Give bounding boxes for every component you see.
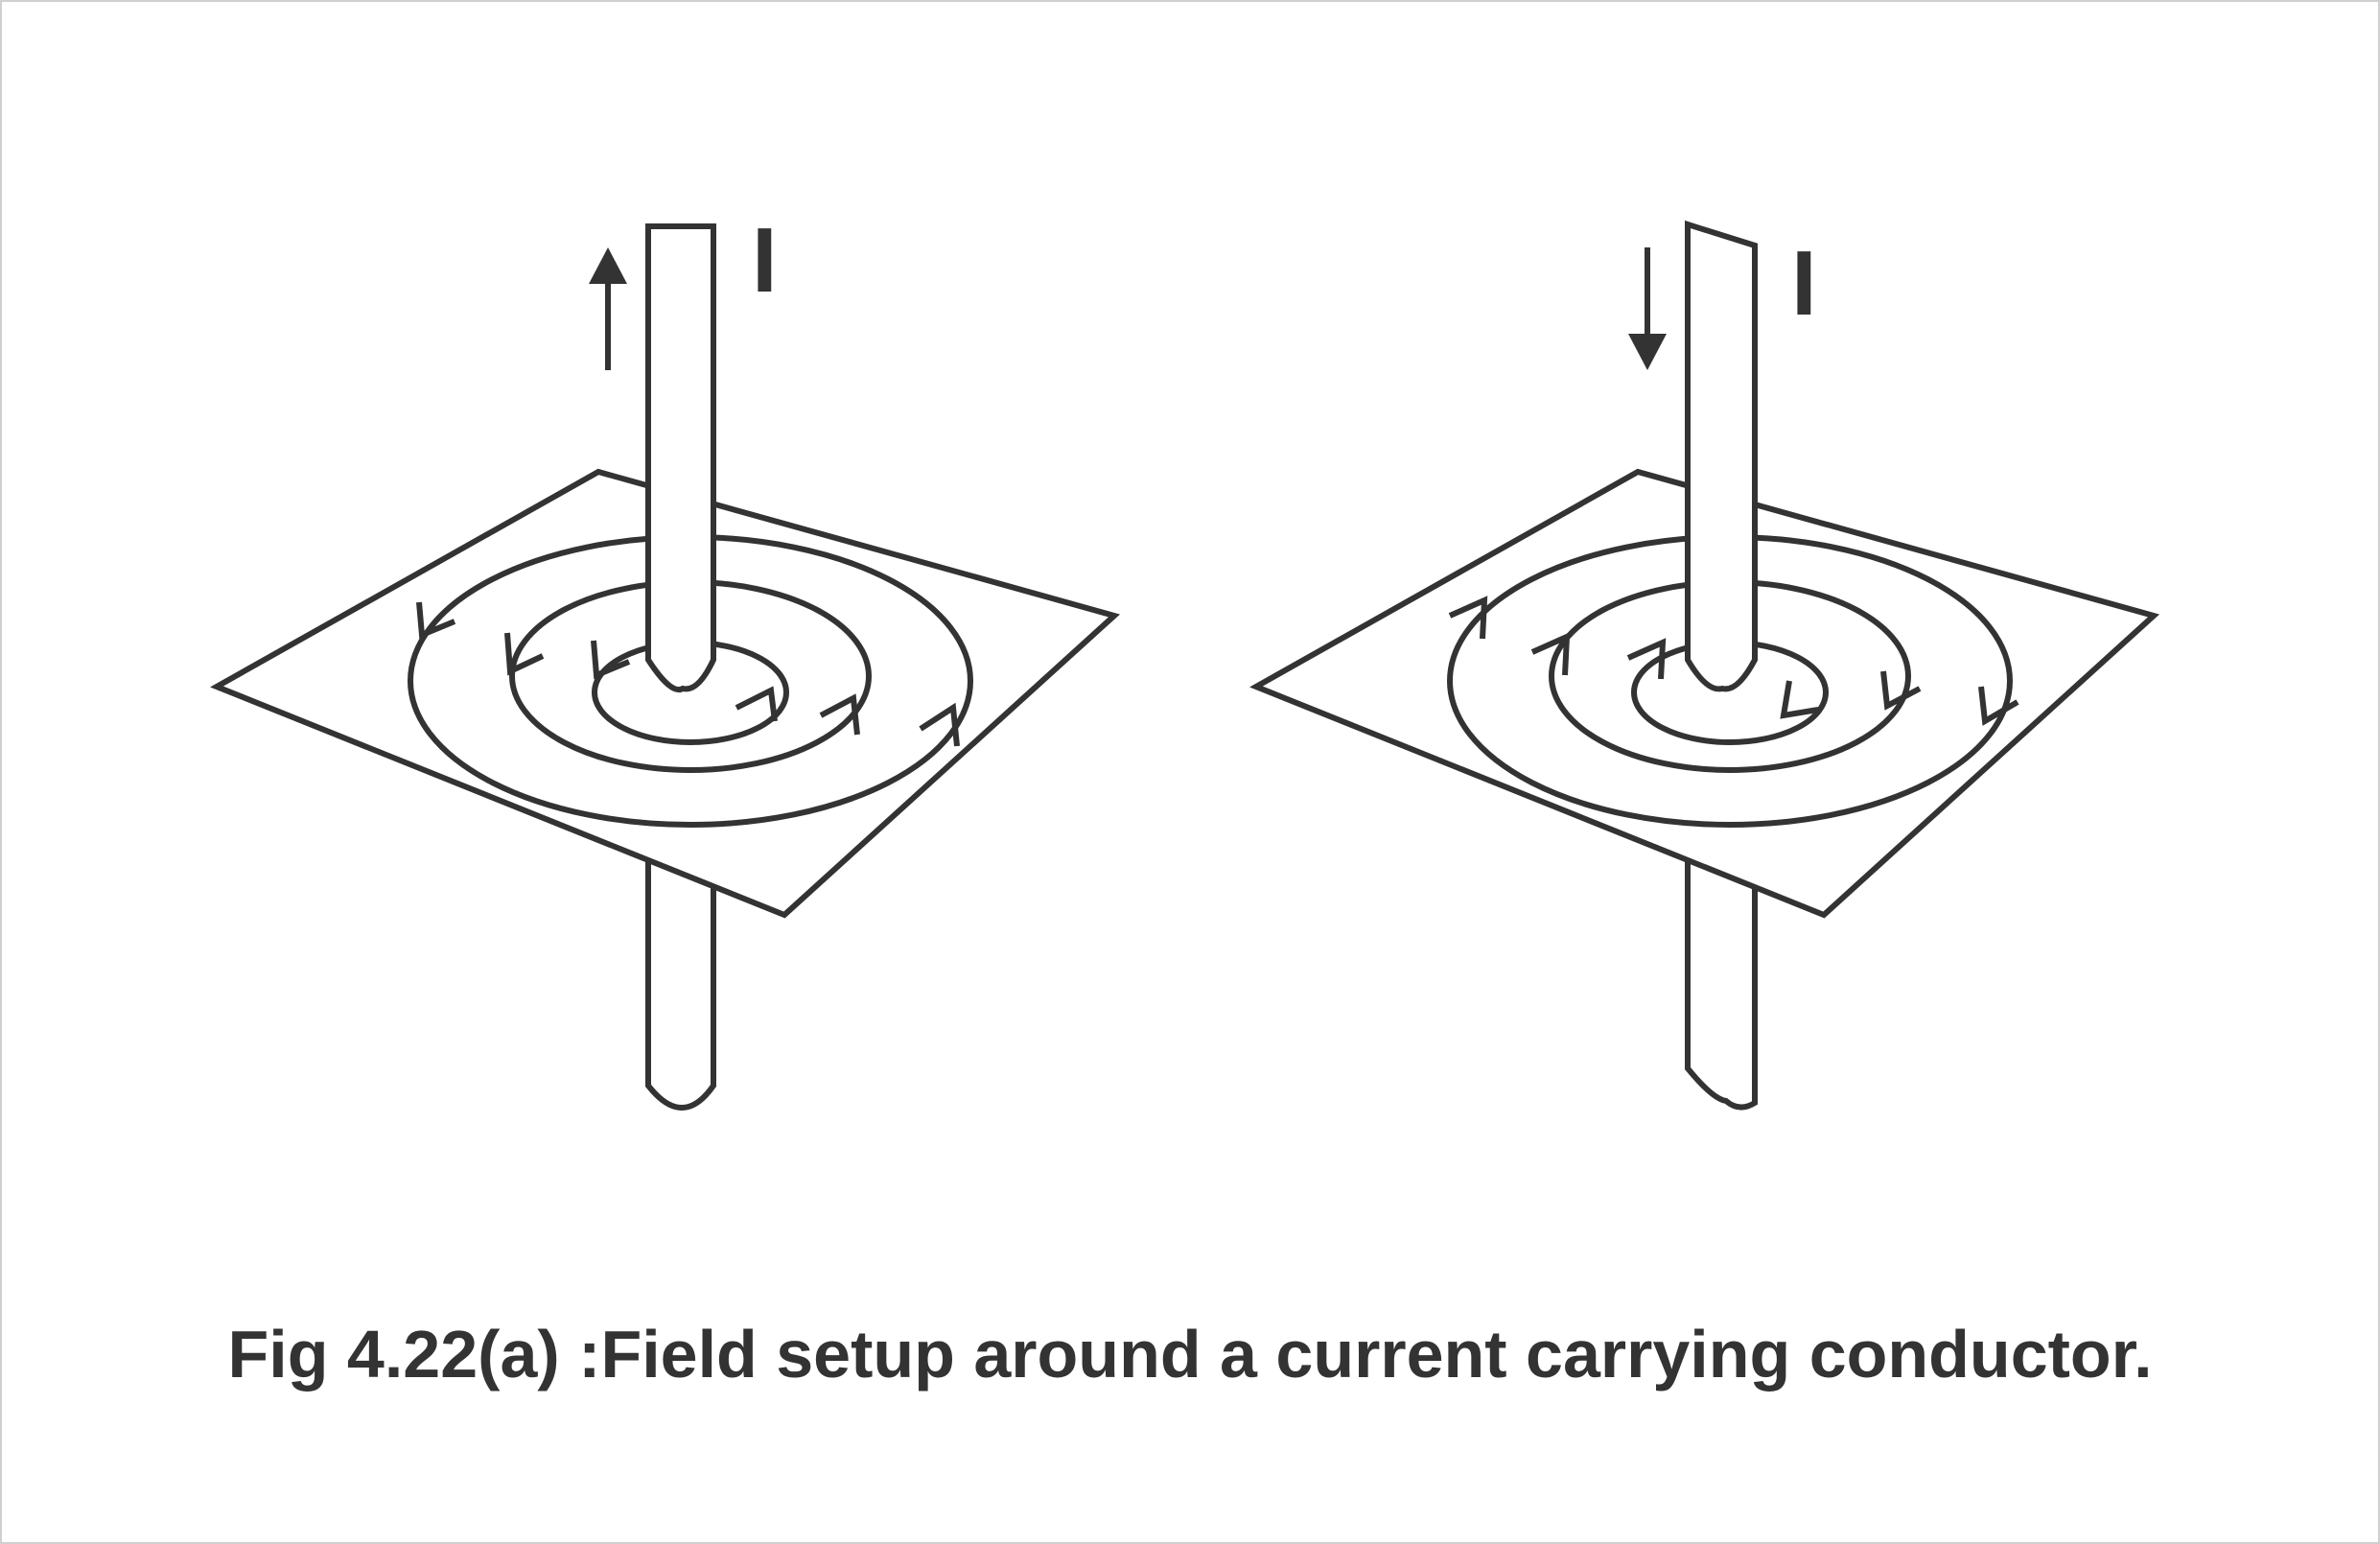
right-field-arrows (1448, 596, 2019, 726)
right-current-label: I (1791, 232, 1817, 335)
left-current-label: I (752, 209, 778, 312)
right-conductor-lower (1685, 851, 1758, 1111)
left-field-arrows (416, 601, 960, 747)
figure-caption: Fig 4.22(a) :Field setup around a curren… (227, 1317, 2153, 1392)
left-current-up-arrow-icon (589, 247, 627, 370)
left-conductor-lower (645, 851, 716, 1111)
left-conductor-upper (645, 223, 716, 693)
right-panel: I (1249, 220, 2160, 1111)
right-current-down-arrow-icon (1628, 247, 1667, 370)
right-conductor-upper (1685, 220, 1758, 692)
left-panel: I (210, 209, 1121, 1111)
